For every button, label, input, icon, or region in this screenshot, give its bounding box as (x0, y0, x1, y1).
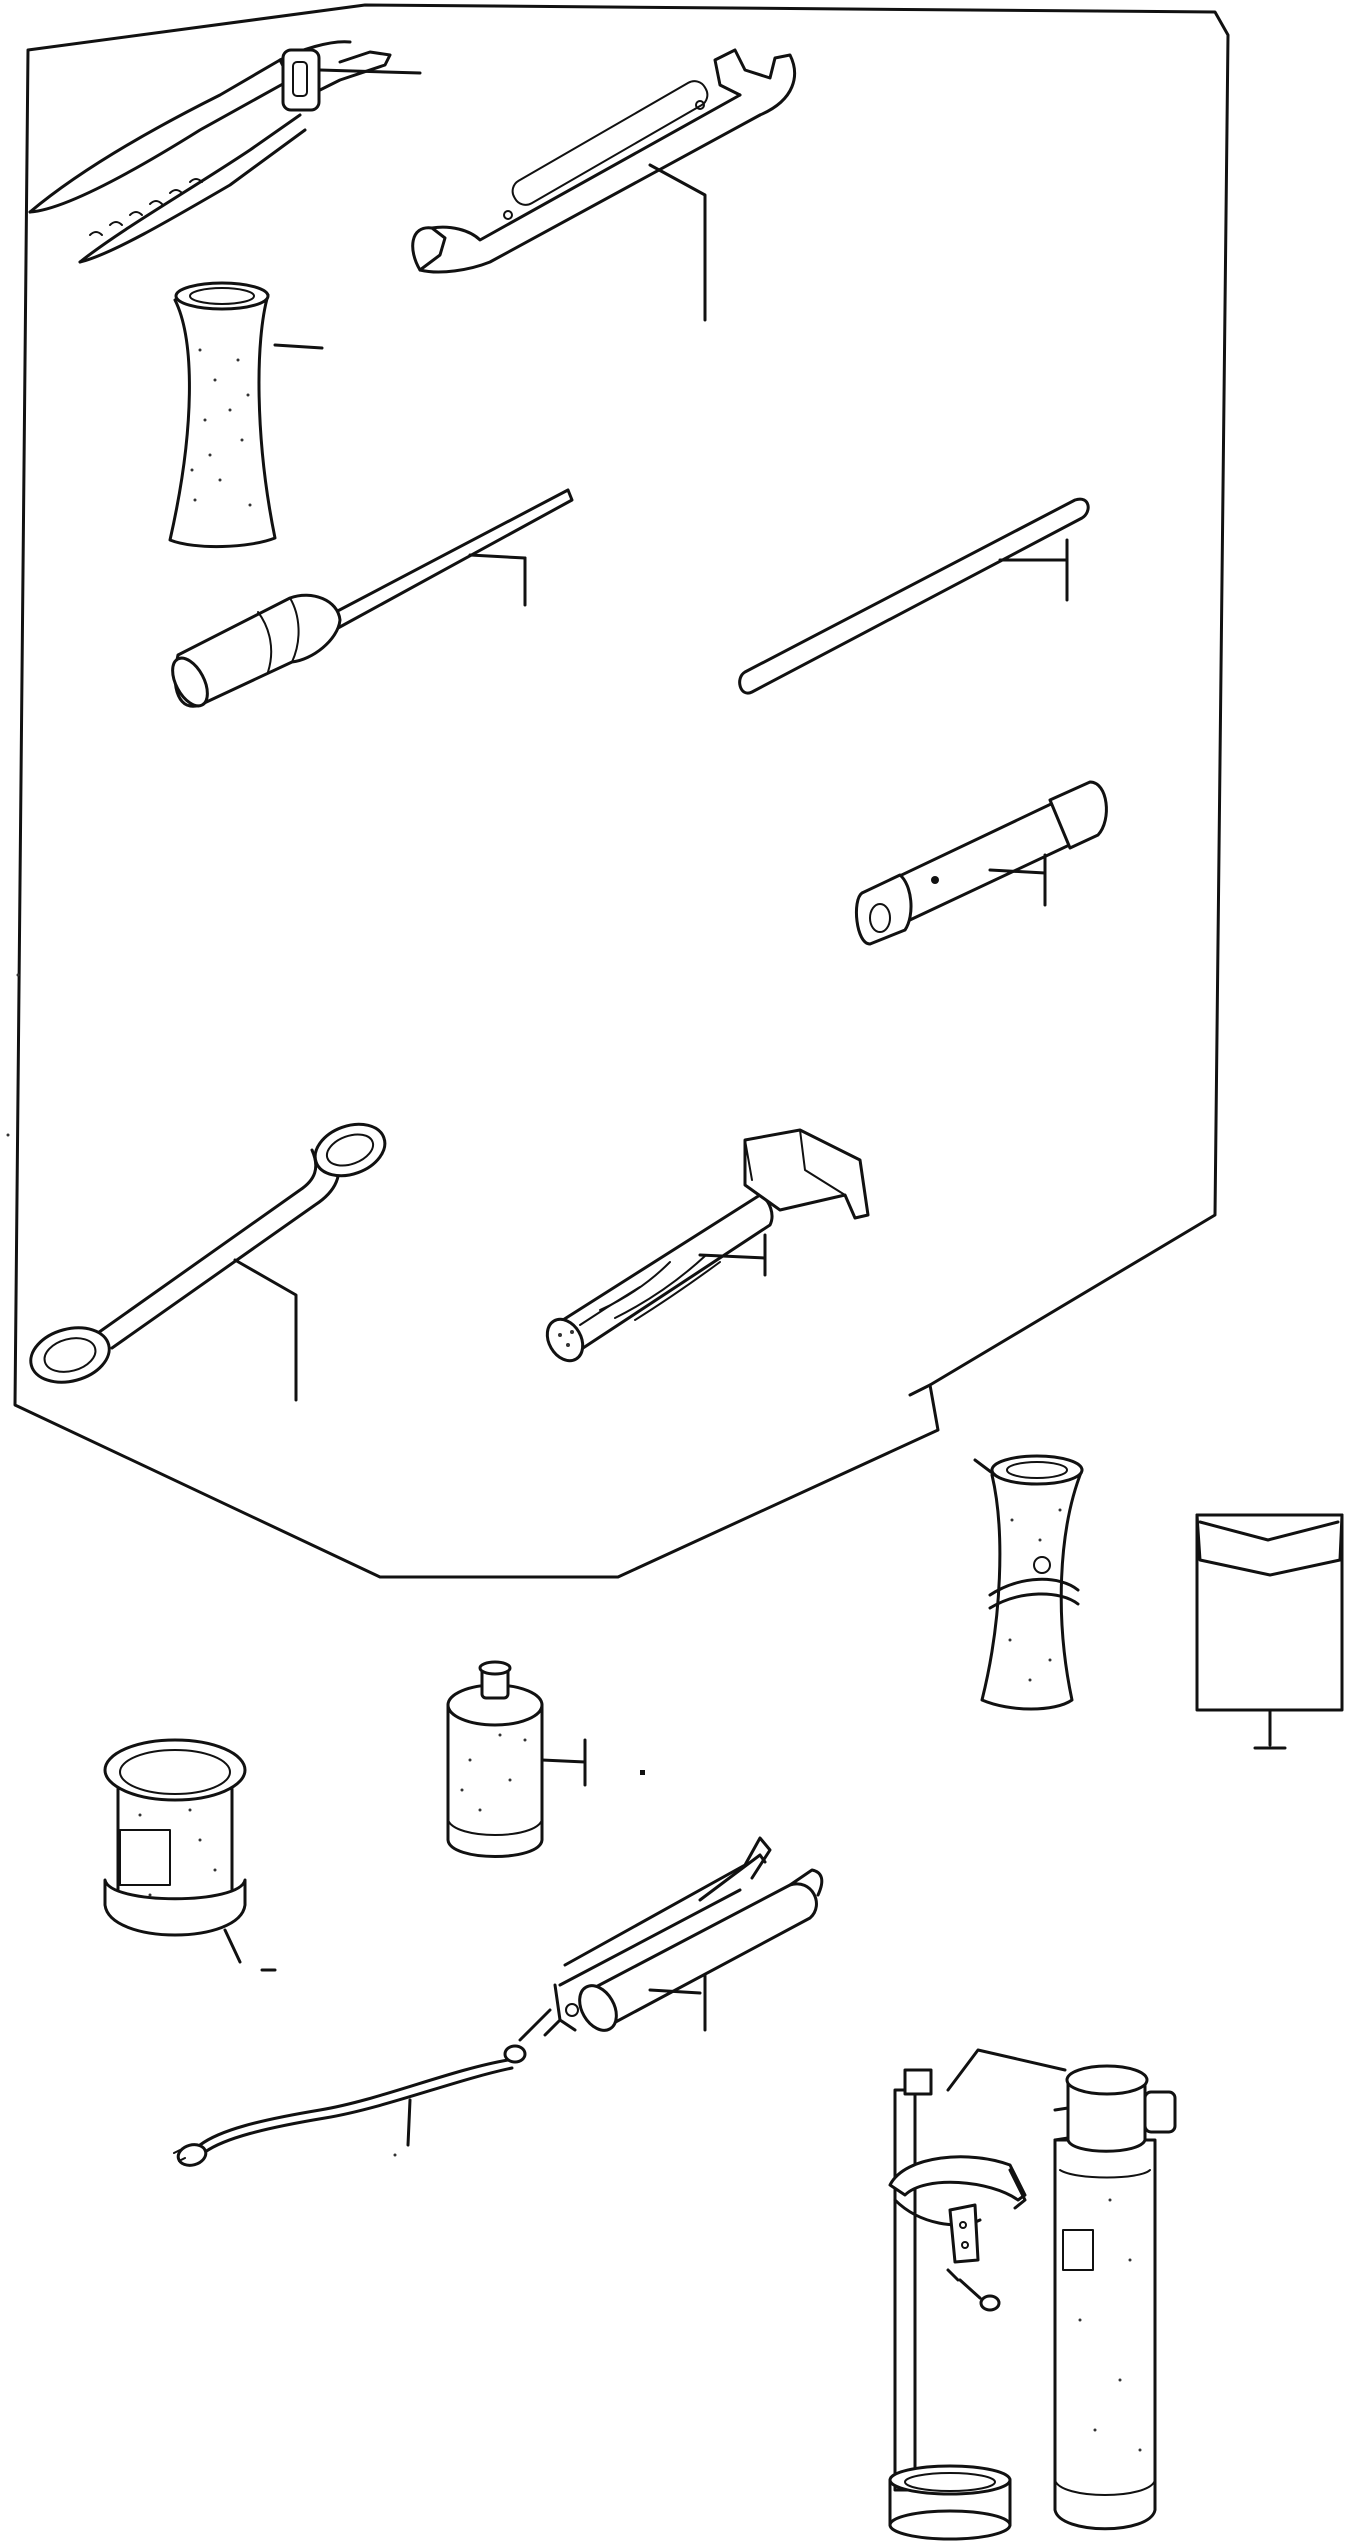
extinguisher-with-bracket-icon (888, 2048, 1177, 2541)
box-spanner-icon (855, 780, 1108, 946)
pliers-icon (28, 40, 422, 264)
screwdriver-icon (171, 488, 574, 708)
hammer-icon (545, 1128, 870, 1363)
open-end-wrench-icon (411, 48, 797, 322)
tool-roll-tied-icon (973, 1454, 1084, 1711)
tool-bag-roll-icon (168, 281, 324, 549)
grease-gun-with-hose-icon (173, 1836, 824, 2167)
tool-kit-outline (13, 3, 1230, 1579)
tommy-bar-icon (738, 497, 1090, 695)
stray-marks (6, 973, 397, 2157)
ring-spanner-icon (29, 1122, 387, 1402)
grease-cartridge-icon (446, 1660, 645, 1858)
grease-tin-icon (103, 1738, 277, 1972)
envelope-pouch-icon (1195, 1513, 1344, 1750)
